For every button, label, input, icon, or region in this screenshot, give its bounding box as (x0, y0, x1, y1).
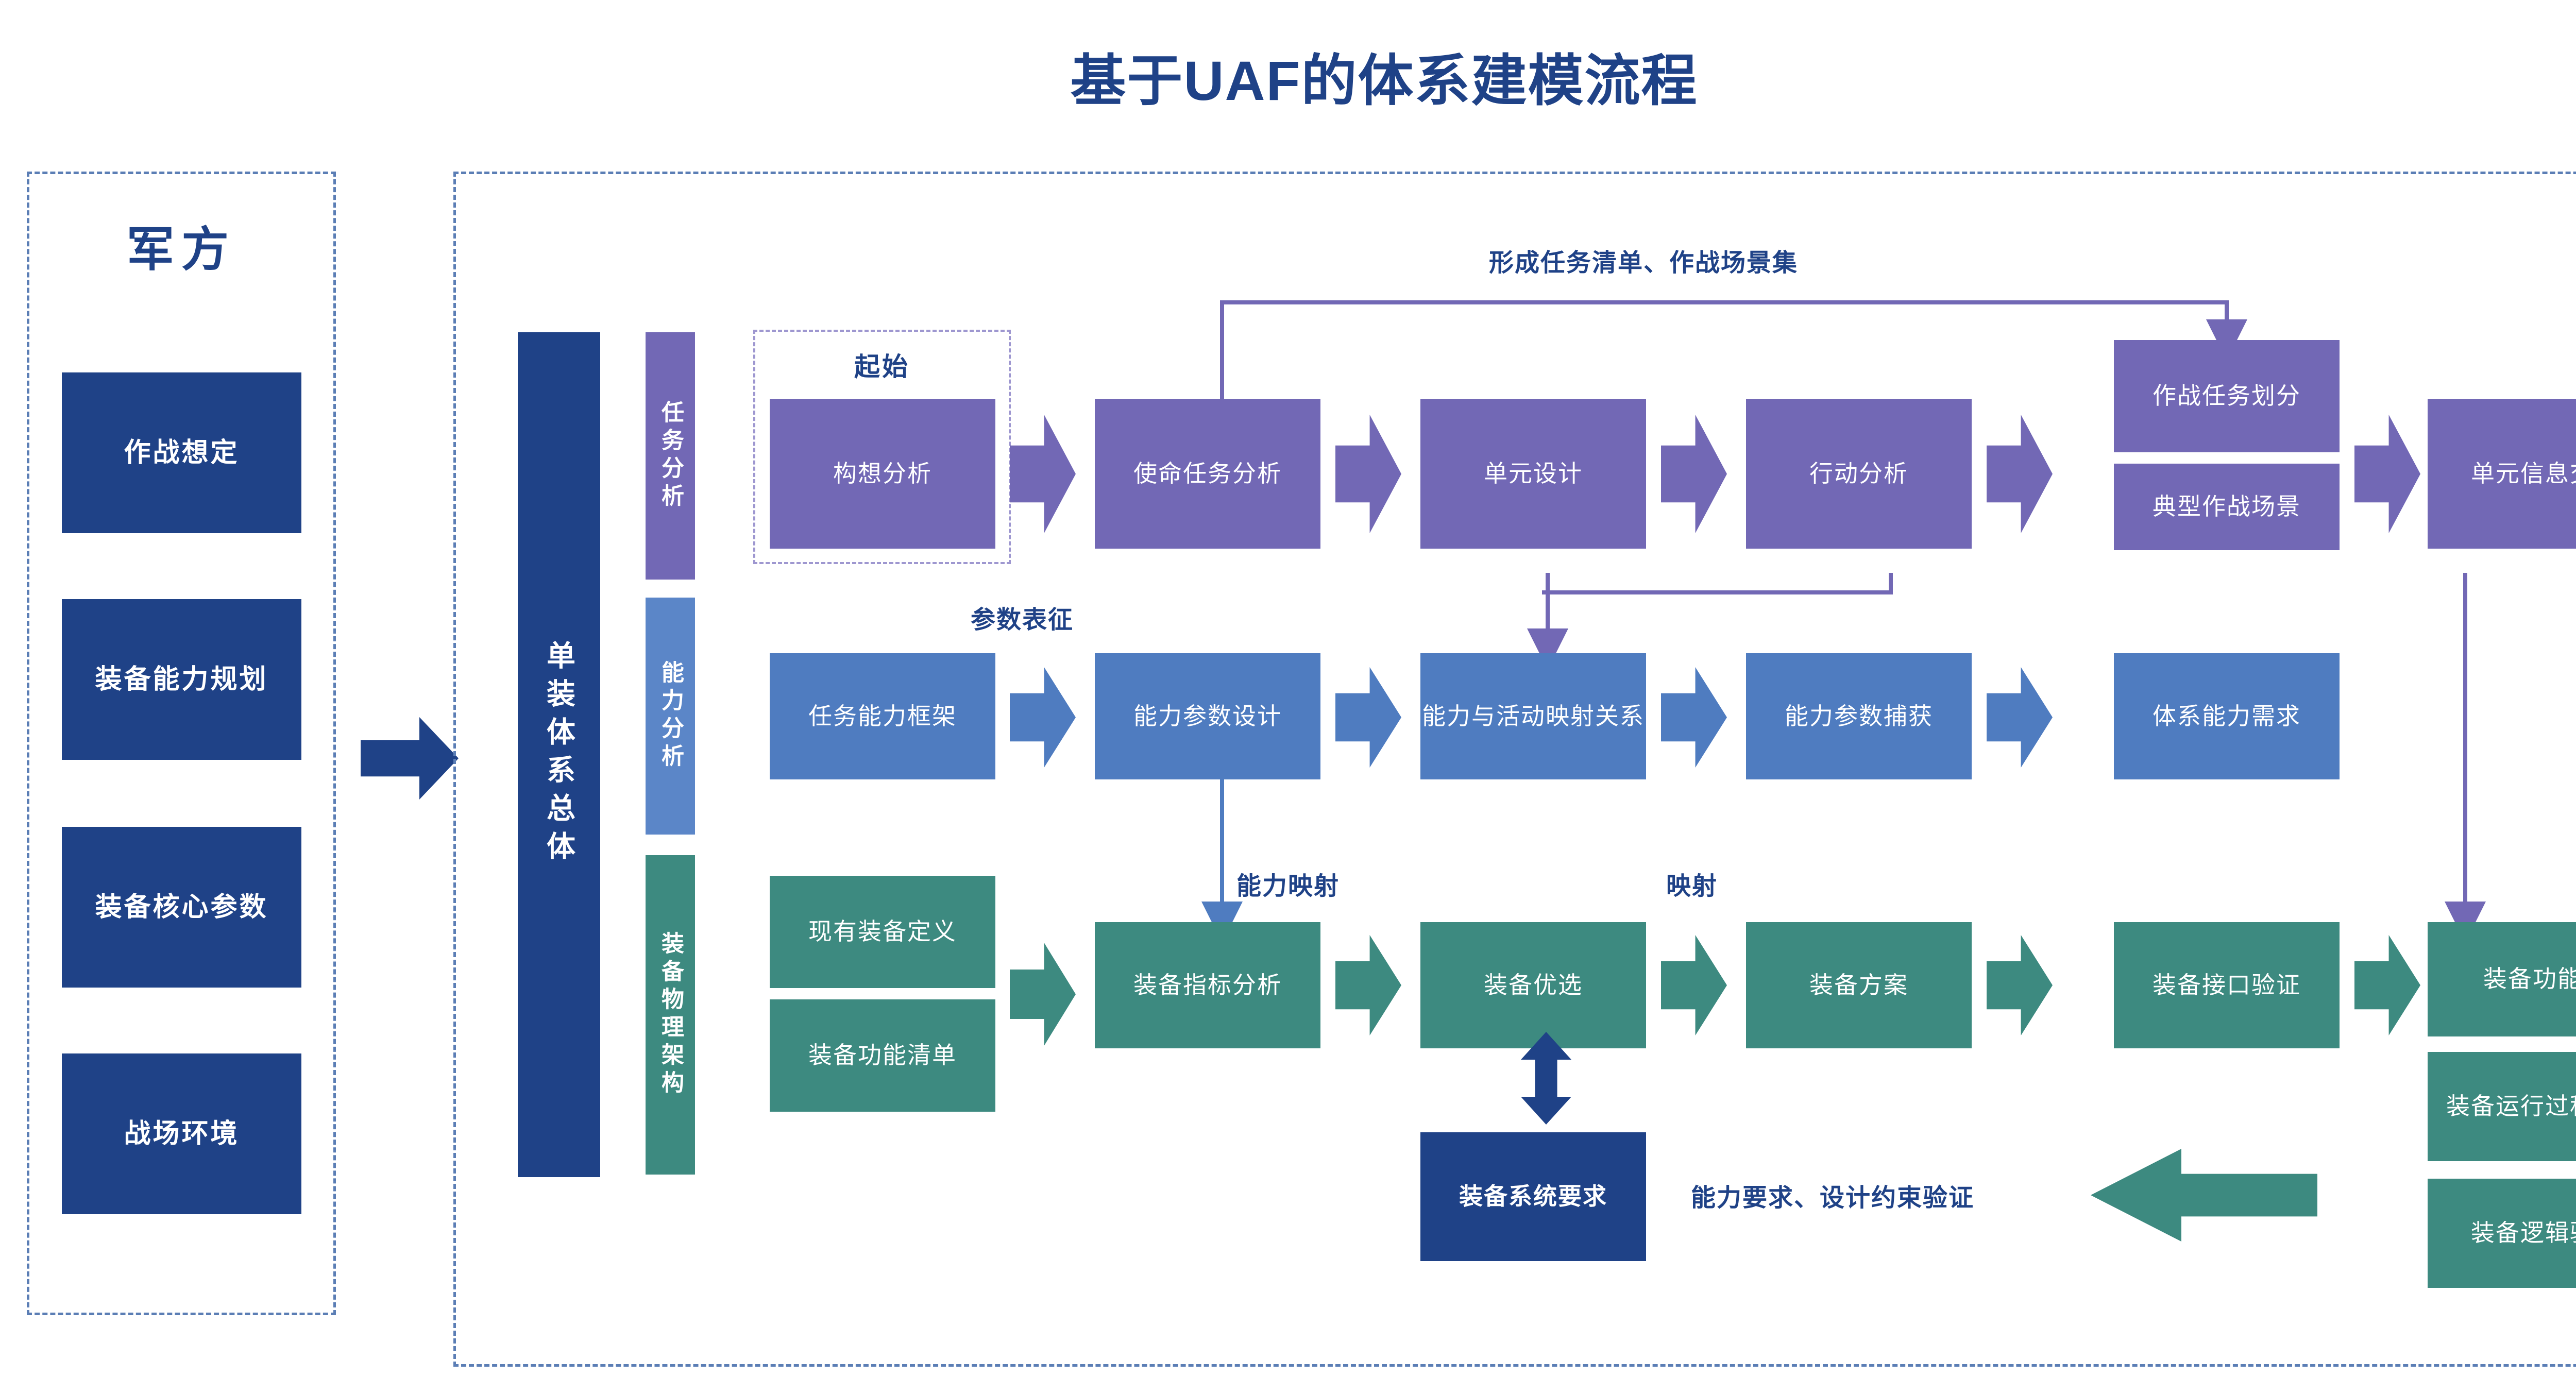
military-to-process-arrow-icon (361, 717, 459, 800)
node-unit-design[interactable]: 单元设计 (1420, 399, 1646, 549)
node-capability-parameter-design[interactable]: 能力参数设计 (1095, 653, 1320, 779)
node-combat-task-division[interactable]: 作战任务划分 (2114, 340, 2340, 452)
annotation-capability-mapping: 能力映射 (1236, 873, 1340, 900)
node-mission-task-analysis[interactable]: 使命任务分析 (1095, 399, 1320, 549)
lane-equipment-physical-architecture: 装备物理架构 (646, 855, 695, 1175)
annotation-capability-constraint-validation: 能力要求、设计约束验证 (1691, 1184, 1975, 1212)
node-equipment-logic-validation[interactable]: 装备逻辑验证 (2428, 1179, 2576, 1288)
military-item-core-parameters[interactable]: 装备核心参数 (62, 827, 301, 988)
lane-overall-system: 单装体系总体 (518, 332, 600, 1177)
node-capability-activity-mapping[interactable]: 能力与活动映射关系 (1420, 653, 1646, 779)
node-equipment-interface-validation[interactable]: 装备接口验证 (2114, 922, 2340, 1048)
start-group-label: 起始 (854, 352, 910, 381)
node-mission-capability-framework[interactable]: 任务能力框架 (770, 653, 995, 779)
military-panel (27, 172, 336, 1315)
node-system-capability-requirement[interactable]: 体系能力需求 (2114, 653, 2340, 779)
military-item-battlefield-environment[interactable]: 战场环境 (62, 1053, 301, 1214)
military-item-operational-scenario[interactable]: 作战想定 (62, 372, 301, 533)
military-item-capability-planning[interactable]: 装备能力规划 (62, 599, 301, 760)
page-title: 基于UAF的体系建模流程 (1070, 49, 1698, 112)
node-concept-analysis[interactable]: 构想分析 (770, 399, 995, 549)
node-typical-combat-scenario[interactable]: 典型作战场景 (2114, 464, 2340, 550)
lane-capability-analysis: 能力分析 (646, 598, 695, 835)
node-action-analysis[interactable]: 行动分析 (1746, 399, 1972, 549)
annotation-parameter-characterization: 参数表征 (971, 606, 1074, 634)
node-existing-equipment-definition[interactable]: 现有装备定义 (770, 876, 995, 988)
node-equipment-optimization[interactable]: 装备优选 (1420, 922, 1646, 1048)
node-equipment-function-flow[interactable]: 装备功能流 (2428, 922, 2576, 1036)
node-equipment-index-analysis[interactable]: 装备指标分析 (1095, 922, 1320, 1048)
annotation-mission-list: 形成任务清单、作战场景集 (1489, 249, 1799, 277)
military-panel-title: 军方 (126, 224, 236, 276)
node-equipment-system-requirement[interactable]: 装备系统要求 (1420, 1132, 1646, 1261)
lane-mission-analysis: 任务分析 (646, 332, 695, 580)
process-panel (453, 172, 2576, 1367)
node-unit-information-exchange[interactable]: 单元信息交互 (2428, 399, 2576, 549)
node-capability-parameter-capture[interactable]: 能力参数捕获 (1746, 653, 1972, 779)
node-equipment-operation-simulation[interactable]: 装备运行过程仿真 (2428, 1052, 2576, 1161)
node-equipment-function-list[interactable]: 装备功能清单 (770, 999, 995, 1112)
node-equipment-scheme[interactable]: 装备方案 (1746, 922, 1972, 1048)
annotation-mapping: 映射 (1666, 873, 1718, 900)
